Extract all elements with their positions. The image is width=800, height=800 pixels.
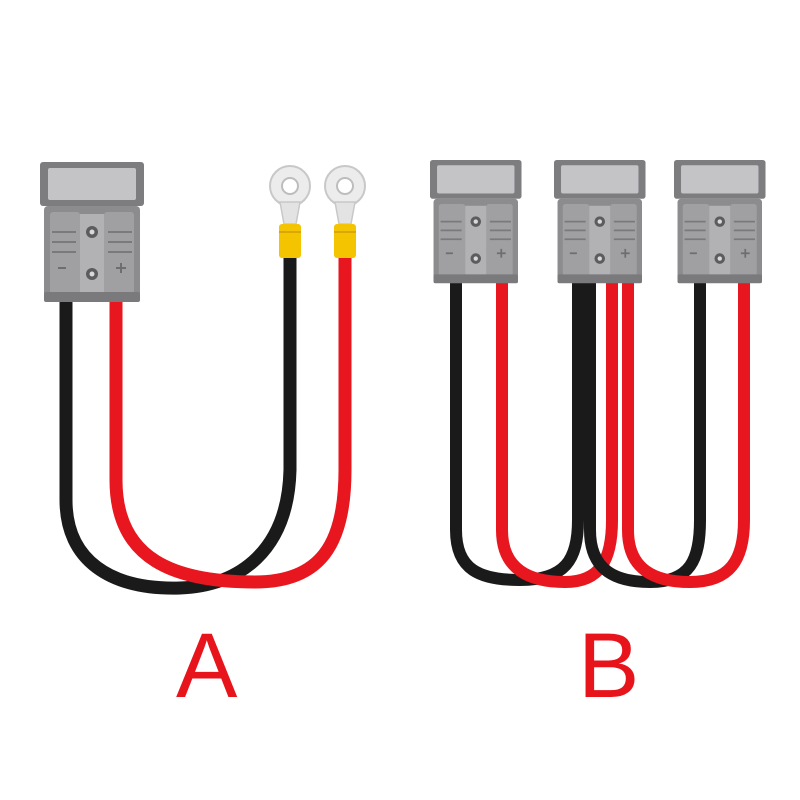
anderson-connector <box>39 161 145 303</box>
red-wire <box>496 276 618 589</box>
ring-terminal <box>269 165 311 258</box>
anderson-connector <box>553 159 647 285</box>
ferrule <box>279 224 301 258</box>
label-a: A <box>176 615 238 717</box>
black-wire <box>584 276 706 589</box>
set-b <box>429 159 767 589</box>
anderson-connector <box>673 159 767 285</box>
red-wire <box>622 276 750 589</box>
black-wire <box>59 243 297 595</box>
ferrule <box>334 224 356 258</box>
red-wire <box>109 243 352 589</box>
black-wire <box>450 276 584 587</box>
set-a <box>39 161 366 595</box>
anderson-connector <box>429 159 523 285</box>
ring-terminal <box>324 165 366 258</box>
label-b: B <box>578 615 640 717</box>
